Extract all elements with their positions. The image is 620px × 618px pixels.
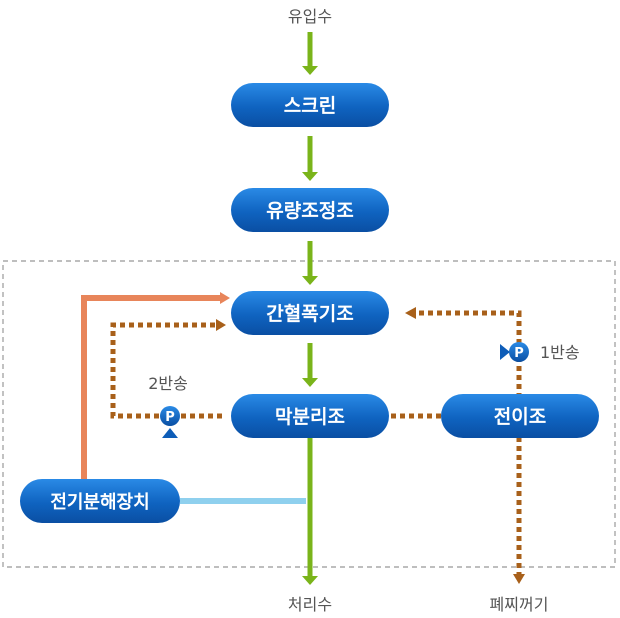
arrowhead-icon <box>216 319 226 331</box>
return-lines <box>110 310 522 574</box>
pump-letter: P <box>165 410 175 425</box>
return1-line <box>416 310 522 398</box>
pump-icon <box>160 406 180 426</box>
node-membrane-label: 막분리조 <box>275 406 345 428</box>
main-flow-arrowheads <box>302 66 318 585</box>
influent-label: 유입수 <box>288 7 332 26</box>
pump-2: P <box>160 406 180 438</box>
arrowhead-icon <box>302 378 318 387</box>
arrowhead-icon <box>302 276 318 285</box>
pump-base-icon <box>162 428 178 438</box>
arrowhead-icon <box>405 307 416 319</box>
node-electrolysis-unit: 전기분해장치 <box>20 479 180 523</box>
node-equalization-tank: 유량조정조 <box>231 188 389 232</box>
treated-water-label: 처리수 <box>288 595 332 614</box>
waste-sludge-label: 폐찌꺼기 <box>490 595 549 614</box>
node-equalization-label: 유량조정조 <box>266 200 353 222</box>
pump-letter: P <box>514 346 524 361</box>
pump-icon <box>509 342 529 362</box>
return-arrowheads <box>216 307 525 584</box>
node-membrane-tank: 막분리조 <box>231 394 389 438</box>
node-transfer-label: 전이조 <box>494 406 546 428</box>
node-intermittent-aeration-tank: 간혈폭기조 <box>231 291 389 335</box>
return2-line <box>110 322 222 419</box>
arrowhead-icon <box>302 576 318 585</box>
return2-label: 2반송 <box>148 374 188 393</box>
arrowhead-icon <box>220 292 230 304</box>
arrowhead-icon <box>302 66 318 75</box>
node-screen: 스크린 <box>231 83 389 127</box>
node-transfer-tank: 전이조 <box>441 394 599 438</box>
arrowhead-icon <box>513 574 525 584</box>
return1-label: 1반송 <box>540 343 580 362</box>
node-aeration-label: 간혈폭기조 <box>266 302 353 325</box>
pump-1: P <box>500 342 529 362</box>
pump-base-icon <box>500 344 510 360</box>
electrolysis-feed-line <box>81 295 220 482</box>
node-screen-label: 스크린 <box>284 95 336 117</box>
node-electrolysis-label: 전기분해장치 <box>50 492 149 513</box>
arrowhead-icon <box>302 172 318 181</box>
